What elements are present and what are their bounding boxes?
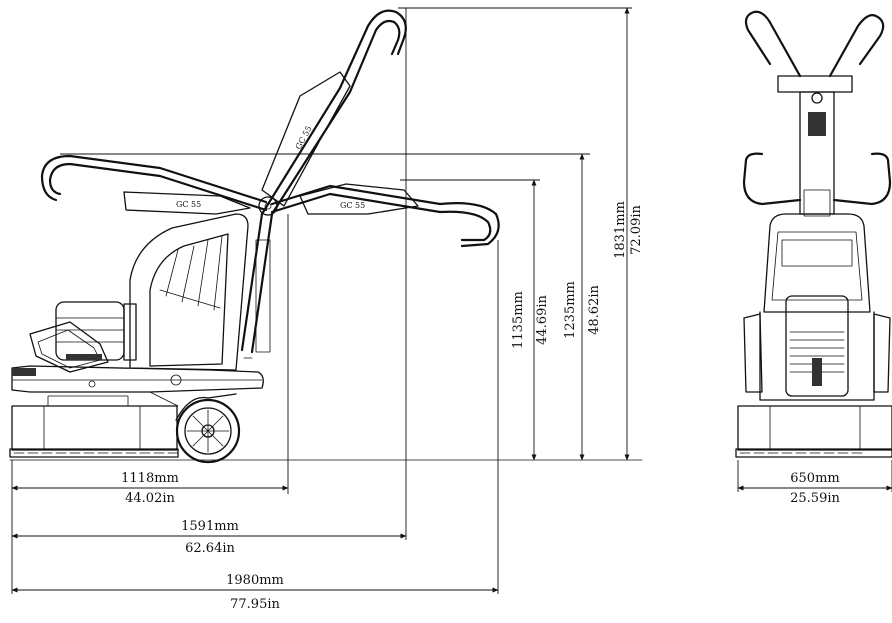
dim-1831-mm: 1831mm — [613, 201, 628, 259]
dim-650-in: 25.59in — [790, 491, 840, 506]
dim-1235-mm: 1235mm — [563, 281, 578, 339]
chassis-frame — [11, 365, 264, 393]
dimension-labels: 1118mm 44.02in 1591mm 62.64in 1980mm 77.… — [121, 201, 840, 612]
motor-guard — [29, 321, 109, 373]
front-side-handle-left — [742, 152, 802, 206]
dim-1591-mm: 1591mm — [181, 519, 239, 534]
rear-wheel — [175, 393, 241, 464]
dim-1831-in: 72.09in — [629, 205, 644, 255]
front-upper-handle-left — [744, 10, 802, 78]
grinding-head-housing — [11, 405, 178, 451]
handle-label-right: GC 55 — [340, 201, 365, 210]
front-wheel-right — [873, 313, 891, 393]
dim-1591-in: 62.64in — [185, 541, 235, 556]
handle-label-upper: GC 55 — [294, 124, 314, 151]
dim-1235-in: 48.62in — [587, 285, 602, 335]
front-upright-tube — [799, 91, 835, 215]
right-control-panel — [299, 183, 419, 215]
dim-1135-in: 44.69in — [535, 295, 550, 345]
left-control-panel — [123, 191, 251, 215]
dim-1118-mm: 1118mm — [121, 471, 179, 486]
chassis — [11, 365, 264, 407]
dimension-lines — [11, 7, 892, 594]
front-wheel-left — [743, 313, 763, 393]
front-upper-handle-right — [828, 14, 885, 78]
side-view: GC 55 GC 55 GC 55 — [9, 9, 643, 464]
grinding-head — [9, 395, 179, 458]
housing-shell — [129, 213, 249, 371]
front-bumper — [12, 368, 36, 376]
body-housing — [129, 213, 271, 371]
left-handle-arm: GC 55 — [40, 154, 268, 215]
wheel-tire — [175, 398, 241, 464]
dim-650-mm: 650mm — [790, 471, 839, 486]
handle-pivot — [258, 196, 278, 216]
front-view — [735, 10, 892, 458]
handle-control-panel — [261, 71, 351, 207]
dim-1980-mm: 1980mm — [226, 573, 284, 588]
dim-1135-mm: 1135mm — [511, 291, 526, 349]
right-handle-tube — [270, 184, 500, 248]
front-body-housing — [763, 213, 871, 313]
front-side-handle-right — [832, 152, 892, 206]
right-handle-arm: GC 55 — [270, 183, 500, 248]
front-motor — [785, 295, 849, 397]
dim-1980-in: 77.95in — [230, 597, 280, 612]
handle-label-left: GC 55 — [176, 200, 201, 209]
front-control-box — [808, 112, 826, 136]
upright-handle: GC 55 — [240, 9, 407, 354]
left-handle-tube — [40, 154, 268, 204]
front-discs — [735, 448, 892, 458]
front-grinding-head — [737, 405, 892, 451]
dim-1118-in: 44.02in — [125, 491, 175, 506]
motor — [29, 301, 137, 373]
